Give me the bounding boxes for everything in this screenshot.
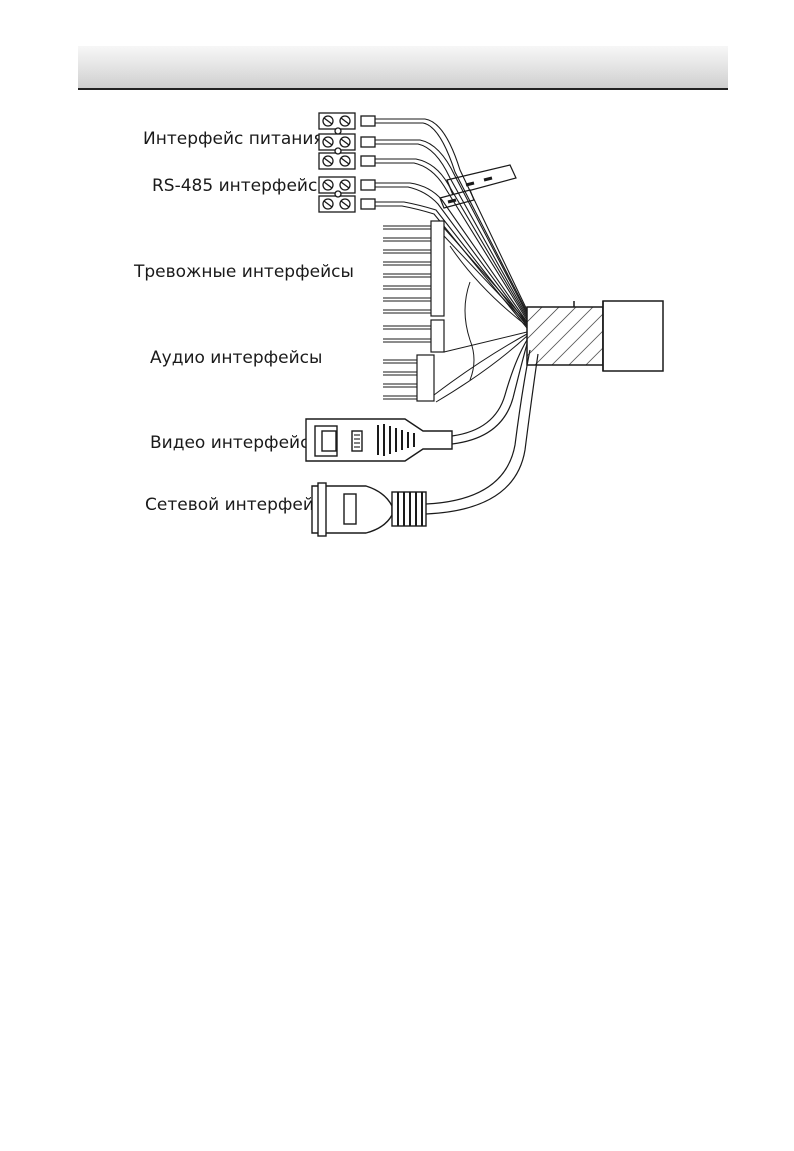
terminal-blocks [318, 112, 376, 213]
power-wires [375, 118, 528, 329]
network-rj45-connector [311, 482, 427, 537]
header-rule [78, 88, 728, 90]
label-rs485-interface: RS-485 интерфейс [152, 176, 318, 196]
page-header-bar [78, 46, 728, 88]
label-audio-interfaces: Аудио интерфейсы [150, 348, 323, 368]
cable-diagram [305, 112, 664, 537]
camera-body [526, 300, 664, 372]
label-video-interface: Видео интерфейс [150, 433, 310, 453]
audio-pin-header [383, 319, 445, 402]
label-network-interface: Сетевой интерфейс [145, 495, 324, 515]
power-connector-housing [439, 164, 517, 209]
video-bnc-connector [305, 418, 453, 462]
alarm-audio-wires [433, 227, 528, 403]
video-cable [451, 339, 528, 445]
alarm-pin-header [383, 220, 445, 317]
label-alarm-interfaces: Тревожные интерфейсы [134, 262, 354, 282]
label-power-interface: Интерфейс питания [143, 129, 324, 149]
network-cable [425, 349, 539, 515]
